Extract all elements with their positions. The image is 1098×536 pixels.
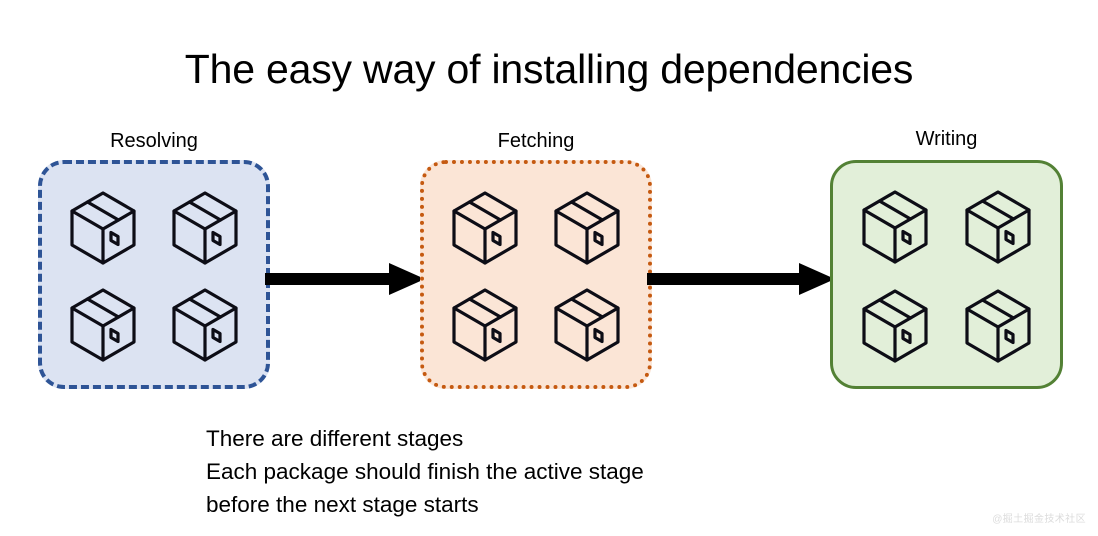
- package-box-icon: [862, 190, 928, 264]
- caption-line-3: before the next stage starts: [206, 492, 479, 517]
- stage-panel-writing[interactable]: [830, 160, 1063, 389]
- stage-panel-resolving[interactable]: [38, 160, 270, 389]
- package-box-icon: [965, 190, 1031, 264]
- stage-label-writing: Writing: [915, 128, 978, 150]
- package-box-icon: [452, 288, 518, 362]
- package-box-icon: [172, 288, 238, 362]
- package-box-icon: [70, 288, 136, 362]
- stage-panel-fetching[interactable]: [420, 160, 652, 389]
- package-box-icon: [554, 191, 620, 265]
- package-box-icon: [452, 191, 518, 265]
- package-box-icon: [172, 191, 238, 265]
- package-box-icon: [862, 289, 928, 363]
- package-box-icon: [965, 289, 1031, 363]
- caption-line-1: There are different stages: [206, 426, 464, 451]
- watermark: @掘土掘金技术社区: [992, 514, 1086, 525]
- arrow-fetching-to-writing: [647, 262, 835, 296]
- caption-line-2: Each package should finish the active st…: [206, 459, 644, 484]
- package-box-icon: [554, 288, 620, 362]
- stage-label-fetching: Fetching: [497, 130, 575, 152]
- arrow-resolving-to-fetching: [265, 262, 425, 296]
- caption-block: There are different stages Each package …: [206, 422, 644, 521]
- page-title: The easy way of installing dependencies: [184, 46, 914, 92]
- stage-label-resolving: Resolving: [110, 130, 198, 152]
- package-box-icon: [70, 191, 136, 265]
